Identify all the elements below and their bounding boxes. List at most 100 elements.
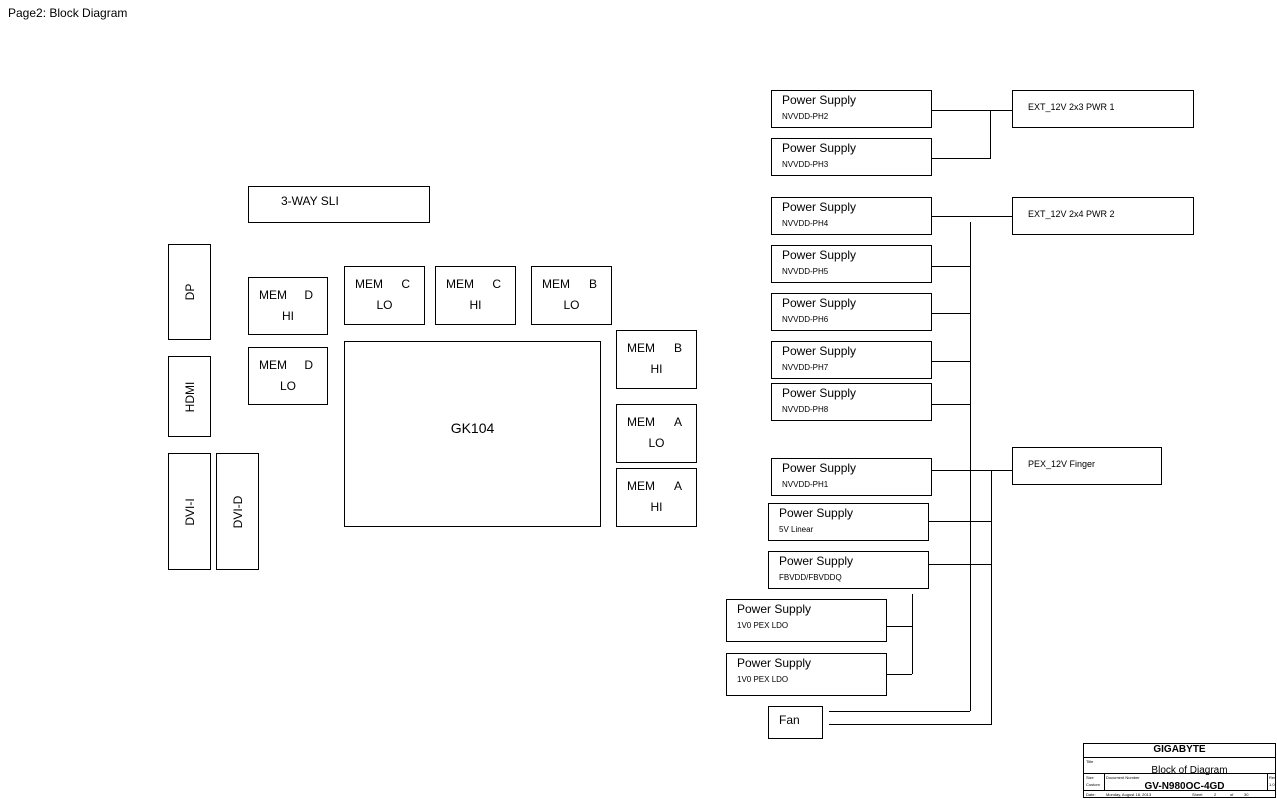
title-block: GIGABYTE Title Block of Diagram Size Cus… xyxy=(1083,743,1276,798)
wire xyxy=(932,470,1012,471)
wire xyxy=(991,470,992,725)
wire xyxy=(932,266,970,267)
dvi-i-label: DVI-I xyxy=(182,497,197,526)
power-supply-ph2: Power Supply NVVDD-PH2 xyxy=(771,90,932,128)
power-supply-ph1: Power Supply NVVDD-PH1 xyxy=(771,458,932,496)
power-supply-rail: NVVDD-PH3 xyxy=(782,160,829,169)
mem-name: MEM xyxy=(446,277,474,291)
power-supply-title: Power Supply xyxy=(782,461,857,475)
mem-b-hi: MEM B HI xyxy=(616,330,697,389)
revision-value: 1.0 xyxy=(1269,782,1275,787)
mem-b-lo: MEM B LO xyxy=(531,266,612,325)
wire xyxy=(929,564,991,565)
size-field-label: Size xyxy=(1086,775,1094,780)
mem-channel: C xyxy=(401,277,410,291)
wire xyxy=(887,626,912,627)
power-supply-title: Power Supply xyxy=(782,141,857,155)
docnum-field-label: Document Number xyxy=(1106,775,1140,780)
wire xyxy=(932,313,970,314)
power-supply-rail: 1V0 PEX LDO xyxy=(737,675,789,684)
mem-name: MEM xyxy=(259,358,287,372)
power-supply-rail: NVVDD-PH5 xyxy=(782,267,829,276)
mem-channel: D xyxy=(304,288,313,302)
power-supply-title: Power Supply xyxy=(782,200,857,214)
wire xyxy=(932,361,970,362)
mem-d-hi: MEM D HI xyxy=(248,277,328,335)
mem-name: MEM xyxy=(627,415,655,429)
power-supply-title: Power Supply xyxy=(782,386,857,400)
wire xyxy=(829,711,970,712)
mem-half: HI xyxy=(650,500,663,514)
document-number: GV-N980OC-4GD xyxy=(1144,781,1225,792)
mem-c-lo: MEM C LO xyxy=(344,266,425,325)
dp-label: DP xyxy=(182,283,197,301)
mem-d-lo: MEM D LO xyxy=(248,347,328,405)
fan-block: Fan xyxy=(768,706,823,739)
wire xyxy=(970,222,971,711)
sheet-total: 30 xyxy=(1244,792,1249,797)
mem-half: LO xyxy=(563,298,580,312)
ext-pwr2-source: EXT_12V 2x4 PWR 2 xyxy=(1012,197,1194,235)
wire xyxy=(932,158,990,159)
mem-half: LO xyxy=(648,436,665,450)
page-title: Page2: Block Diagram xyxy=(8,6,128,20)
power-supply-title: Power Supply xyxy=(782,248,857,262)
mem-channel: B xyxy=(673,341,682,355)
source-label: PEX_12V Finger xyxy=(1028,459,1096,469)
power-supply-title: Power Supply xyxy=(779,554,854,568)
title-field-label: Title xyxy=(1086,759,1094,764)
power-supply-pex-ldo-2: Power Supply 1V0 PEX LDO xyxy=(726,653,887,696)
mem-half: HI xyxy=(469,298,482,312)
power-supply-rail: NVVDD-PH1 xyxy=(782,480,829,489)
mem-half: HI xyxy=(650,362,663,376)
gpu-block: GK104 xyxy=(344,341,601,527)
sli-block: 3-WAY SLI xyxy=(248,186,430,223)
sheet-field-label: Sheet xyxy=(1192,792,1203,797)
sli-label: 3-WAY SLI xyxy=(281,194,339,208)
power-supply-title: Power Supply xyxy=(737,656,812,670)
drawing-title: Block of Diagram xyxy=(1151,765,1228,776)
mem-name: MEM xyxy=(542,277,570,291)
power-supply-rail: NVVDD-PH6 xyxy=(782,315,829,324)
hdmi-connector: HDMI xyxy=(168,356,211,437)
power-supply-title: Power Supply xyxy=(782,93,857,107)
power-supply-rail: NVVDD-PH8 xyxy=(782,405,829,414)
dp-connector: DP xyxy=(168,244,211,340)
ext-pwr1-source: EXT_12V 2x3 PWR 1 xyxy=(1012,90,1194,128)
mem-channel: D xyxy=(304,358,313,372)
date-field-label: Date: xyxy=(1086,792,1096,797)
mem-name: MEM xyxy=(627,479,655,493)
mem-channel: B xyxy=(588,277,597,291)
pex-finger-source: PEX_12V Finger xyxy=(1012,447,1162,485)
power-supply-pex-ldo-1: Power Supply 1V0 PEX LDO xyxy=(726,599,887,642)
mem-a-hi: MEM A HI xyxy=(616,468,697,527)
company-name: GIGABYTE xyxy=(1153,744,1206,755)
source-label: EXT_12V 2x4 PWR 2 xyxy=(1028,209,1115,219)
mem-c-hi: MEM C HI xyxy=(435,266,516,325)
wire xyxy=(829,724,991,725)
wire xyxy=(932,404,970,405)
dvi-i-connector: DVI-I xyxy=(168,453,211,570)
hdmi-label: HDMI xyxy=(182,381,197,412)
power-supply-ph8: Power Supply NVVDD-PH8 xyxy=(771,383,932,421)
mem-name: MEM xyxy=(627,341,655,355)
mem-name: MEM xyxy=(259,288,287,302)
power-supply-rail: 1V0 PEX LDO xyxy=(737,621,789,630)
power-supply-ph3: Power Supply NVVDD-PH3 xyxy=(771,138,932,176)
power-supply-rail: NVVDD-PH4 xyxy=(782,219,829,228)
power-supply-rail: NVVDD-PH7 xyxy=(782,363,829,372)
fan-label: Fan xyxy=(779,713,800,727)
power-supply-ph5: Power Supply NVVDD-PH5 xyxy=(771,245,932,283)
wire xyxy=(912,594,913,674)
size-value: Custom xyxy=(1086,782,1100,787)
power-supply-rail: 5V Linear xyxy=(779,525,814,534)
power-supply-5v-linear: Power Supply 5V Linear xyxy=(768,503,929,541)
gpu-label: GK104 xyxy=(450,420,495,436)
power-supply-fbvdd: Power Supply FBVDD/FBVDDQ xyxy=(768,551,929,589)
mem-channel: A xyxy=(673,415,682,429)
source-label: EXT_12V 2x3 PWR 1 xyxy=(1028,102,1115,112)
mem-half: HI xyxy=(282,309,294,323)
dvi-d-label: DVI-D xyxy=(230,495,245,528)
power-supply-title: Power Supply xyxy=(782,296,857,310)
power-supply-ph7: Power Supply NVVDD-PH7 xyxy=(771,341,932,379)
